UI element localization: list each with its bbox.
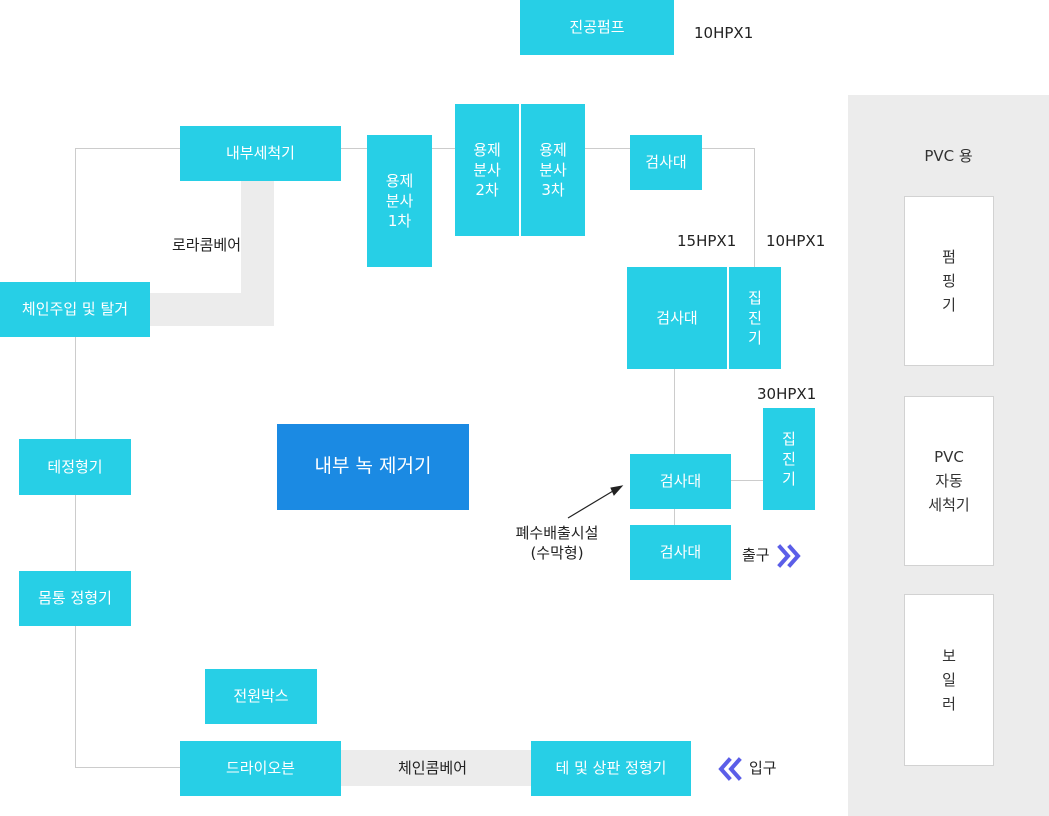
connector-line xyxy=(702,148,754,149)
pvc-title: PVC 용 xyxy=(924,147,973,165)
dry-oven: 드라이오븐 xyxy=(180,741,341,796)
inspection-table-mid: 검사대 xyxy=(627,267,727,369)
connector-line xyxy=(585,148,630,149)
exit-label: 출구 xyxy=(742,546,770,564)
body-shaper: 몸통 정형기 xyxy=(19,571,131,626)
connector-line xyxy=(754,148,755,267)
dust-collector-mid: 집 진 기 xyxy=(729,267,781,369)
entrance-label: 입구 xyxy=(749,759,777,777)
power-box: 전원박스 xyxy=(205,669,317,724)
welding-spray-3: 용제 분사 3차 xyxy=(521,104,585,236)
roller-conveyor-horizontal xyxy=(150,293,274,326)
internal-washer: 내부세척기 xyxy=(180,126,341,181)
inspection-table-lower: 검사대 xyxy=(630,454,731,509)
hp-30-label: 30HPX1 xyxy=(757,385,817,403)
vacuum-pump-spec: 10HPX1 xyxy=(694,24,754,42)
hp-10-label: 10HPX1 xyxy=(766,232,826,250)
chain-conveyor-label: 체인콤베어 xyxy=(398,759,468,777)
connector-line xyxy=(674,508,675,525)
welding-spray-1: 용제 분사 1차 xyxy=(367,135,432,267)
pumping-unit: 펌 핑 기 xyxy=(904,196,994,366)
wastewater-arrow xyxy=(567,485,624,519)
connector-line xyxy=(674,369,675,454)
pvc-auto-washer: PVC 자동 세척기 xyxy=(904,396,994,566)
wastewater-facility-label: 폐수배출시설 (수막형) xyxy=(515,524,599,562)
hp-15-label: 15HPX1 xyxy=(677,232,737,250)
boiler: 보 일 러 xyxy=(904,594,994,766)
roller-conveyor-label: 로라콤베어 xyxy=(172,236,242,254)
rim-top-shaper: 테 및 상판 정형기 xyxy=(531,741,691,796)
double-chevron-right-icon xyxy=(777,544,801,568)
double-chevron-left-icon xyxy=(718,757,742,781)
chain-conveyor-band xyxy=(341,750,531,786)
internal-rust-remover: 내부 녹 제거기 xyxy=(277,424,469,510)
connector-line xyxy=(75,767,181,768)
chain-inject-removal: 체인주입 및 탈거 xyxy=(0,282,150,337)
connector-line xyxy=(341,148,368,149)
vacuum-pump: 진공펌프 xyxy=(520,0,674,55)
rim-shaper: 테정형기 xyxy=(19,439,131,495)
inspection-table-exit: 검사대 xyxy=(630,525,731,580)
connector-line xyxy=(731,480,764,481)
dust-collector-lower: 집 진 기 xyxy=(763,408,815,510)
connector-line xyxy=(432,148,456,149)
connector-line xyxy=(75,148,181,149)
welding-spray-2: 용제 분사 2차 xyxy=(455,104,519,236)
inspection-table-top: 검사대 xyxy=(630,135,702,190)
